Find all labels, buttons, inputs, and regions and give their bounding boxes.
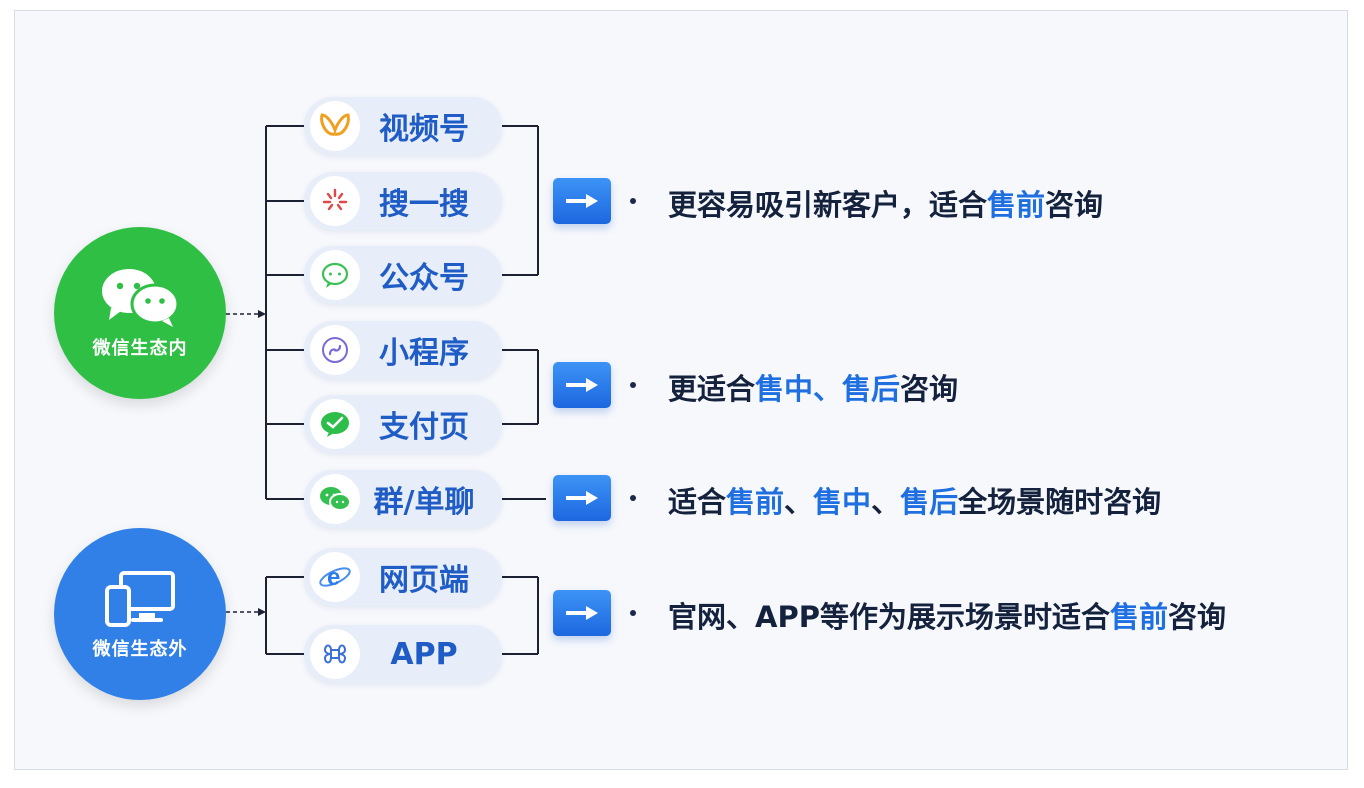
wechat-icon xyxy=(102,269,180,327)
outcome-text: 更适合售中、售后咨询 xyxy=(668,366,958,408)
command-icon xyxy=(310,629,360,679)
hub-label: 微信生态内 xyxy=(92,338,188,359)
outcome-segment: 更适合 xyxy=(668,372,756,406)
channel-pill-pay: 支付页 xyxy=(304,395,502,453)
highlight-text: 售中 xyxy=(813,485,872,519)
arrow-right-icon xyxy=(566,491,598,505)
outcome-segment: 咨询 xyxy=(900,372,959,406)
channel-label: 小程序 xyxy=(379,336,469,371)
diagram-frame xyxy=(14,10,1348,770)
chat-bubbles-icon xyxy=(310,474,360,524)
outcome-text: 适合售前、售中、售后全场景随时咨询 xyxy=(668,479,1161,521)
highlight-text: 售后 xyxy=(900,485,959,519)
channel-label: 视频号 xyxy=(379,112,469,147)
arrow-right-icon xyxy=(566,606,598,620)
arrow-right-icon xyxy=(566,378,598,392)
hub-wechat-outside: 微信生态外 xyxy=(54,528,226,700)
bullet-dot xyxy=(630,495,636,501)
browser-e-icon: e xyxy=(310,552,360,602)
outcome-segment: 咨询 xyxy=(1167,600,1226,634)
channel-label: 群/单聊 xyxy=(373,485,475,520)
channel-pill-official-account: 公众号 xyxy=(304,246,502,304)
channel-pill-search: 搜一搜 xyxy=(304,172,502,230)
outcome-text: 更容易吸引新客户，适合售前咨询 xyxy=(668,182,1103,224)
channel-pill-app: APP xyxy=(304,625,502,683)
channels-butterfly-icon xyxy=(310,101,360,151)
outcome-segment: 适合 xyxy=(668,485,727,519)
highlight-text: 售前 xyxy=(987,188,1046,222)
highlight-text: 售前 xyxy=(726,485,785,519)
arrow-badge xyxy=(553,475,611,521)
highlight-text: 售中、售后 xyxy=(755,372,901,406)
channel-pill-mini-program: 小程序 xyxy=(304,321,502,379)
bullet-dot xyxy=(630,382,636,388)
search-sparkle-icon xyxy=(310,176,360,226)
channel-pill-chat: 群/单聊 xyxy=(304,470,502,528)
outcome-segment: 咨询 xyxy=(1045,188,1104,222)
highlight-text: 售前 xyxy=(1109,600,1168,634)
channel-label: APP xyxy=(390,636,458,672)
channel-label: 搜一搜 xyxy=(379,187,469,222)
outcome-segment: 、 xyxy=(871,485,901,519)
outcome-segment: 更容易吸引新客户，适合 xyxy=(668,188,988,222)
hub-wechat-inside: 微信生态内 xyxy=(54,227,226,399)
channel-label: 支付页 xyxy=(379,410,469,445)
wechat-pay-icon xyxy=(310,399,360,449)
channel-label: 公众号 xyxy=(379,261,469,296)
hub-label: 微信生态外 xyxy=(92,639,188,660)
bullet-dot xyxy=(630,198,636,204)
outcome-segment: 官网、APP等作为展示场景时适合 xyxy=(668,600,1110,634)
channel-pill-video: 视频号 xyxy=(304,97,502,155)
bullet-dot xyxy=(630,610,636,616)
arrow-badge xyxy=(553,590,611,636)
mini-program-icon xyxy=(310,325,360,375)
outcome-segment: 全场景随时咨询 xyxy=(958,485,1162,519)
channel-label: 网页端 xyxy=(379,563,469,598)
devices-icon xyxy=(105,571,175,627)
channel-pill-web: e 网页端 xyxy=(304,548,502,606)
outcome-segment: 、 xyxy=(784,485,814,519)
outcome-text: 官网、APP等作为展示场景时适合售前咨询 xyxy=(668,594,1226,636)
arrow-badge xyxy=(553,362,611,408)
svg-text:e: e xyxy=(327,564,340,591)
arrow-badge xyxy=(553,178,611,224)
arrow-right-icon xyxy=(566,194,598,208)
official-account-icon xyxy=(310,250,360,300)
